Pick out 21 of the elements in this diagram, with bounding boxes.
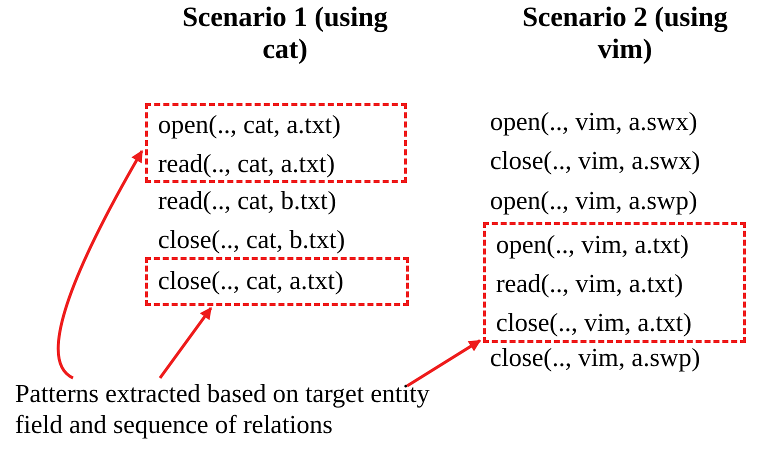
- pattern-highlight-box: [145, 103, 407, 183]
- system-call-entry: close(.., vim, a.swp): [490, 343, 700, 373]
- system-call-entry: close(.., cat, a.txt): [158, 265, 345, 297]
- system-call-entry: open(.., cat, a.txt): [158, 109, 342, 141]
- pattern-highlight-box: [483, 222, 746, 343]
- arrow: [56, 150, 144, 380]
- system-call-entry: read(.., cat, a.txt): [158, 148, 336, 180]
- column-heading: Scenario 2 (using vim): [521, 2, 729, 66]
- pattern-highlight-box: [145, 257, 409, 306]
- system-call-entry: close(.., cat, b.txt): [158, 225, 345, 255]
- arrow: [158, 307, 212, 379]
- system-call-entry: close(.., vim, a.swx): [490, 146, 700, 176]
- system-call-entry: close(.., vim, a.txt): [496, 307, 693, 339]
- arrow: [406, 339, 482, 388]
- column-heading: Scenario 1 (using cat): [181, 2, 389, 66]
- system-call-entry: open(.., vim, a.swx): [490, 107, 698, 137]
- system-call-entry: read(.., cat, b.txt): [158, 186, 336, 216]
- system-call-entry: read(.., vim, a.txt): [496, 268, 684, 300]
- system-call-entry: open(.., vim, a.txt): [496, 229, 690, 261]
- annotation-text: Patterns extracted based on target entity field and sequence of relations: [15, 378, 431, 440]
- system-call-entry: open(.., vim, a.swp): [490, 186, 698, 216]
